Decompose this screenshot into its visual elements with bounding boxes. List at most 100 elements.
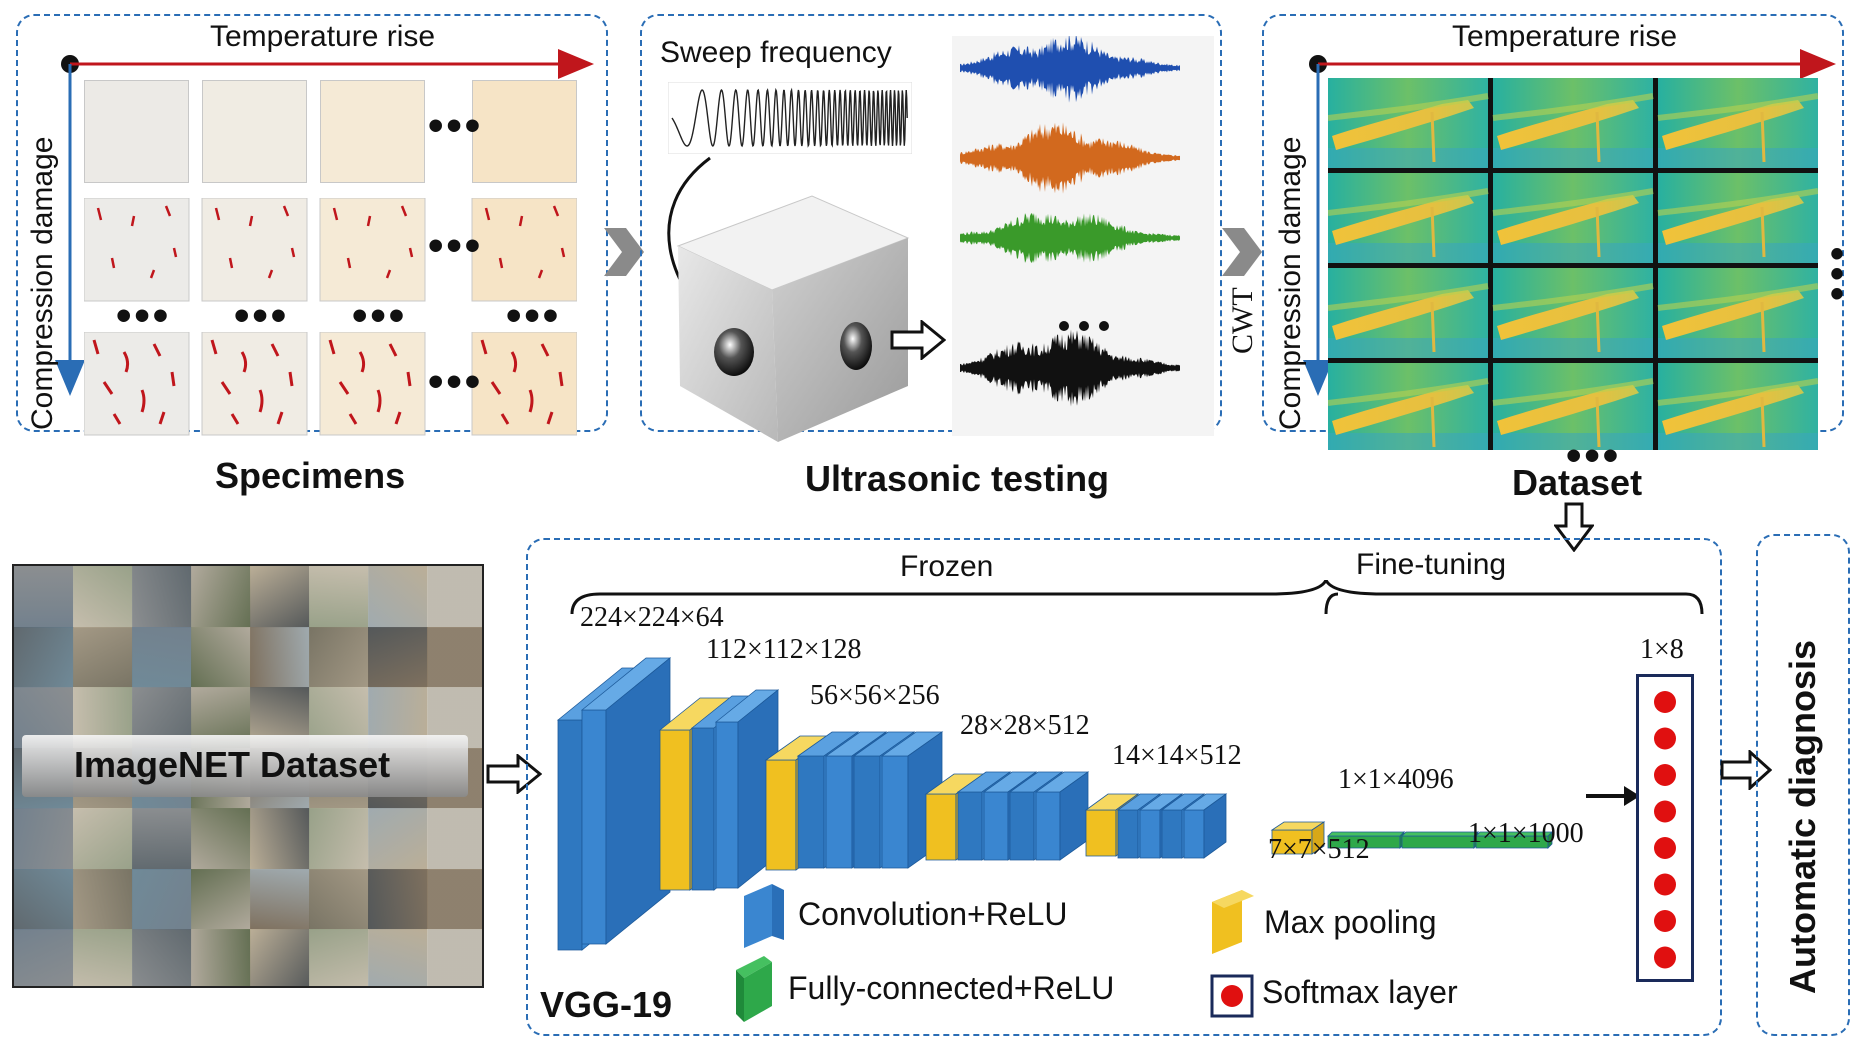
imagenet-thumbnail (191, 566, 251, 628)
chevron-right-icon (604, 228, 644, 276)
legend-fc-icon (736, 956, 772, 1022)
dim-label: 14×14×512 (1112, 740, 1242, 771)
imagenet-thumbnail (309, 626, 369, 689)
dim-label: 28×28×512 (960, 710, 1090, 741)
softmax-node (1654, 691, 1676, 713)
imagenet-thumbnail (368, 808, 428, 870)
specimen-tile (472, 80, 577, 183)
ellipsis-icon: ••• (428, 101, 484, 150)
spectrogram-tile (1493, 78, 1653, 168)
imagenet-thumbnail (73, 626, 133, 689)
imagenet-thumbnail (250, 868, 310, 931)
imagenet-thumbnail (309, 808, 369, 870)
imagenet-thumbnail (368, 626, 428, 689)
imagenet-thumbnail (368, 868, 428, 931)
chevron-right-icon (1222, 228, 1262, 276)
legend-softmax-label: Softmax layer (1262, 974, 1458, 1010)
ellipsis-icon: ••• (428, 221, 484, 270)
dim-label: 224×224×64 (580, 602, 724, 633)
legend-softmax-icon (1210, 974, 1254, 1018)
imagenet-thumbnail (309, 929, 369, 986)
specimen-tile (202, 80, 307, 183)
vgg-name: VGG-19 (540, 984, 673, 1025)
imagenet-thumbnail (132, 626, 192, 689)
imagenet-thumbnail (191, 626, 251, 689)
imagenet-thumbnail (368, 929, 428, 986)
ellipsis-icon: ••• (352, 291, 408, 340)
imagenet-thumbnail (14, 626, 74, 689)
legend-fc-label: Fully-connected+ReLU (788, 970, 1115, 1006)
dim-label: 112×112×128 (706, 634, 862, 665)
imagenet-label-band (22, 735, 468, 797)
imagenet-thumbnail (132, 868, 192, 931)
conv-block (1182, 793, 1228, 859)
conv-block (1034, 771, 1090, 861)
specimens-panel (16, 14, 608, 432)
softmax-node (1654, 910, 1676, 932)
spectrogram-tile (1658, 173, 1818, 263)
spectrogram-tile (1658, 268, 1818, 358)
imagenet-thumbnail (427, 626, 482, 689)
dataset-axis-top-label: Temperature rise (1452, 20, 1678, 53)
softmax-node (1654, 946, 1676, 969)
imagenet-thumbnail (427, 566, 482, 628)
dim-label: 1×8 (1640, 634, 1684, 665)
vgg-panel (526, 538, 1722, 1036)
softmax-node (1654, 873, 1676, 896)
pool-block (1270, 821, 1326, 855)
imagenet-thumbnail (250, 626, 310, 689)
spectrogram-grid (1328, 78, 1818, 450)
ellipsis-icon: ••• (506, 291, 562, 340)
softmax-node (1654, 727, 1676, 750)
diagnosis-panel (1756, 534, 1850, 1036)
imagenet-thumbnail (309, 868, 369, 931)
frozen-label: Frozen (900, 550, 994, 583)
hollow-arrow-right-icon (1720, 750, 1772, 790)
imagenet-thumbnail (14, 929, 74, 986)
dataset-axes (1303, 49, 1836, 396)
sweep-signal (668, 82, 912, 154)
specimens-axis-left-label: Compression damage (26, 136, 59, 430)
legend-conv-icon (744, 884, 784, 948)
fine-tuning-label: Fine-tuning (1356, 548, 1507, 581)
specimens-caption: Specimens (215, 455, 406, 496)
specimen-tile (320, 80, 425, 183)
softmax-node (1654, 800, 1676, 823)
spectrogram-tile (1658, 78, 1818, 168)
dim-label: 1×1×4096 (1338, 764, 1454, 795)
imagenet-thumbnail (191, 929, 251, 986)
ellipsis-icon: ••• (428, 357, 484, 406)
ultrasonic-panel (640, 14, 1222, 432)
legend-conv-label: Convolution+ReLU (798, 896, 1068, 932)
imagenet-thumbnail (427, 808, 482, 870)
imagenet-thumbnail (14, 808, 74, 870)
imagenet-label: ImageNET Dataset (74, 744, 391, 785)
imagenet-thumbnail (73, 929, 133, 986)
dim-label: 56×56×256 (810, 680, 940, 711)
stage-brackets (570, 580, 1704, 615)
imagenet-thumbnail (132, 929, 192, 986)
automatic-diagnosis-label: Automatic diagnosis (1782, 639, 1823, 994)
softmax-node (1654, 837, 1676, 859)
spectrogram-tile (1328, 363, 1488, 450)
dim-label: 7×7×512 (1268, 834, 1370, 865)
imagenet-thumbnail (309, 566, 369, 628)
imagenet-thumbnail (132, 566, 192, 628)
imagenet-thumbnail (250, 566, 310, 628)
specimen-crack-row (84, 198, 577, 302)
imagenet-thumbnail (73, 566, 133, 628)
softmax-nodes (1654, 691, 1676, 969)
imagenet-thumbnail (427, 929, 482, 986)
dataset-axis-left-label: Compression damage (1274, 136, 1307, 430)
ellipsis-icon: ••• (234, 291, 290, 340)
arrow-right-icon (1586, 786, 1640, 806)
imagenet-thumbnail (368, 566, 428, 628)
imagenet-thumbnail (14, 868, 74, 931)
spectrogram-tile (1328, 78, 1488, 168)
specimens-axis-top-label: Temperature rise (210, 20, 436, 53)
ellipsis-vertical-icon: ••• (1830, 232, 1845, 316)
vgg-network (556, 657, 1553, 951)
spectrogram-tile (1328, 173, 1488, 263)
spectrogram-tile (1658, 363, 1818, 450)
imagenet-thumbnail (132, 808, 192, 870)
